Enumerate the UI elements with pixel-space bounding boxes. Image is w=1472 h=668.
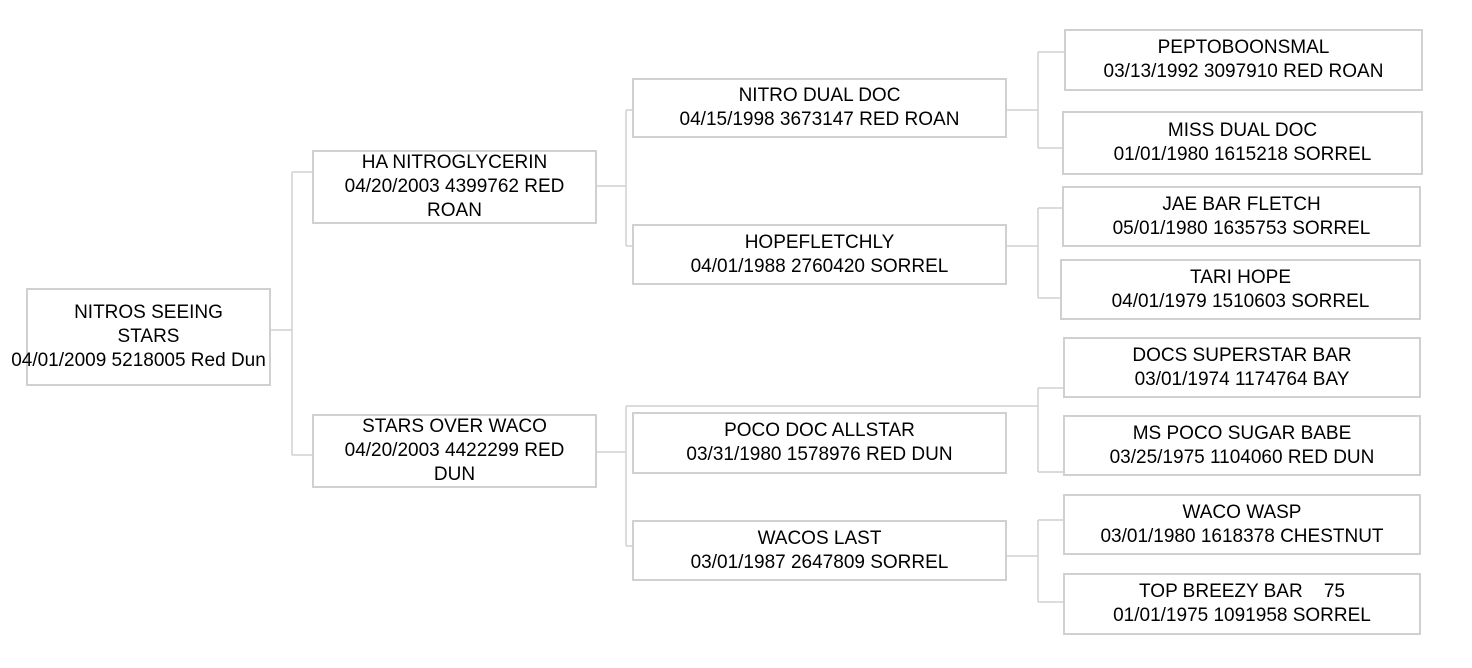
horse-details: 04/20/2003 4422299 RED DUN (344, 440, 565, 485)
sire-dam-box: HOPEFLETCHLY 04/01/1988 2760420 SORREL (632, 224, 1007, 285)
horse-details: 04/01/1979 1510603 SORREL (1111, 290, 1370, 312)
horse-name: JAE BAR FLETCH (1162, 193, 1321, 215)
horse-details: 04/01/2009 5218005 Red Dun (11, 350, 266, 371)
horse-name: HOPEFLETCHLY (744, 231, 895, 253)
horse-details: 03/01/1980 1618378 CHESTNUT (1100, 525, 1384, 547)
horse-name: NITRO DUAL DOC (738, 85, 901, 106)
horse-name: TOP BREEZY BAR 75 (1139, 581, 1345, 602)
horse-details: 04/15/1998 3673147 RED ROAN (679, 109, 960, 130)
horse-name: WACOS LAST (757, 527, 882, 549)
ss-sire-box: PEPTOBOONSMAL 03/13/1992 3097910 RED ROA… (1064, 29, 1423, 91)
horse-name: POCO DOC ALLSTAR (724, 420, 915, 441)
sire-sire-box: NITRO DUAL DOC 04/15/1998 3673147 RED RO… (632, 78, 1007, 138)
ds-dam-box: MS POCO SUGAR BABE 03/25/1975 1104060 RE… (1063, 415, 1421, 476)
horse-name: TARI HOPE (1190, 266, 1291, 288)
horse-name: NITROS SEEING STARS (74, 302, 223, 347)
sire-box: HA NITROGLYCERIN 04/20/2003 4399762 RED … (312, 150, 597, 224)
connector-sire (596, 109, 634, 247)
dam-sire-box: POCO DOC ALLSTAR 03/31/1980 1578976 RED … (632, 412, 1007, 474)
horse-name: HA NITROGLYCERIN (361, 152, 548, 173)
horse-name: STARS OVER WACO (362, 416, 547, 437)
horse-name: WACO WASP (1182, 501, 1302, 523)
sd-dam-box: TARI HOPE 04/01/1979 1510603 SORREL (1060, 259, 1421, 320)
connector-gen1 (270, 171, 314, 456)
horse-details: 04/01/1988 2760420 SORREL (690, 255, 949, 277)
horse-details: 01/01/1980 1615218 SORREL (1113, 144, 1372, 165)
connector-dam-sire (1006, 387, 1064, 473)
horse-details: 01/01/1975 1091958 SORREL (1113, 605, 1371, 626)
dd-sire-box: WACO WASP 03/01/1980 1618378 CHESTNUT (1063, 494, 1421, 555)
connector-sire-sire (1006, 51, 1066, 149)
subject-horse-box: NITROS SEEING STARS 04/01/2009 5218005 R… (11, 288, 271, 386)
connector-sire-dam (1006, 207, 1064, 299)
horse-name: DOCS SUPERSTAR BAR (1132, 344, 1352, 366)
horse-name: MS POCO SUGAR BABE (1132, 422, 1352, 444)
ds-sire-box: DOCS SUPERSTAR BAR 03/01/1974 1174764 BA… (1063, 337, 1421, 398)
horse-details: 04/20/2003 4399762 RED ROAN (344, 176, 565, 221)
horse-details: 05/01/1980 1635753 SORREL (1112, 217, 1371, 239)
horse-details: 03/25/1975 1104060 RED DUN (1109, 446, 1375, 468)
horse-details: 03/01/1987 2647809 SORREL (690, 551, 949, 573)
ss-dam-box: MISS DUAL DOC 01/01/1980 1615218 SORREL (1062, 111, 1423, 175)
connector-dam (596, 405, 1006, 547)
horse-details: 03/13/1992 3097910 RED ROAN (1103, 61, 1384, 82)
dam-dam-box: WACOS LAST 03/01/1987 2647809 SORREL (632, 520, 1007, 581)
dam-box: STARS OVER WACO 04/20/2003 4422299 RED D… (312, 414, 597, 488)
horse-name: PEPTOBOONSMAL (1157, 37, 1330, 58)
dd-dam-box: TOP BREEZY BAR 75 01/01/1975 1091958 SOR… (1063, 573, 1421, 635)
connector-dam-dam (1006, 519, 1064, 603)
horse-details: 03/31/1980 1578976 RED DUN (686, 444, 953, 465)
sd-sire-box: JAE BAR FLETCH 05/01/1980 1635753 SORREL (1062, 186, 1421, 247)
horse-name: MISS DUAL DOC (1167, 120, 1318, 141)
horse-details: 03/01/1974 1174764 BAY (1134, 368, 1350, 390)
